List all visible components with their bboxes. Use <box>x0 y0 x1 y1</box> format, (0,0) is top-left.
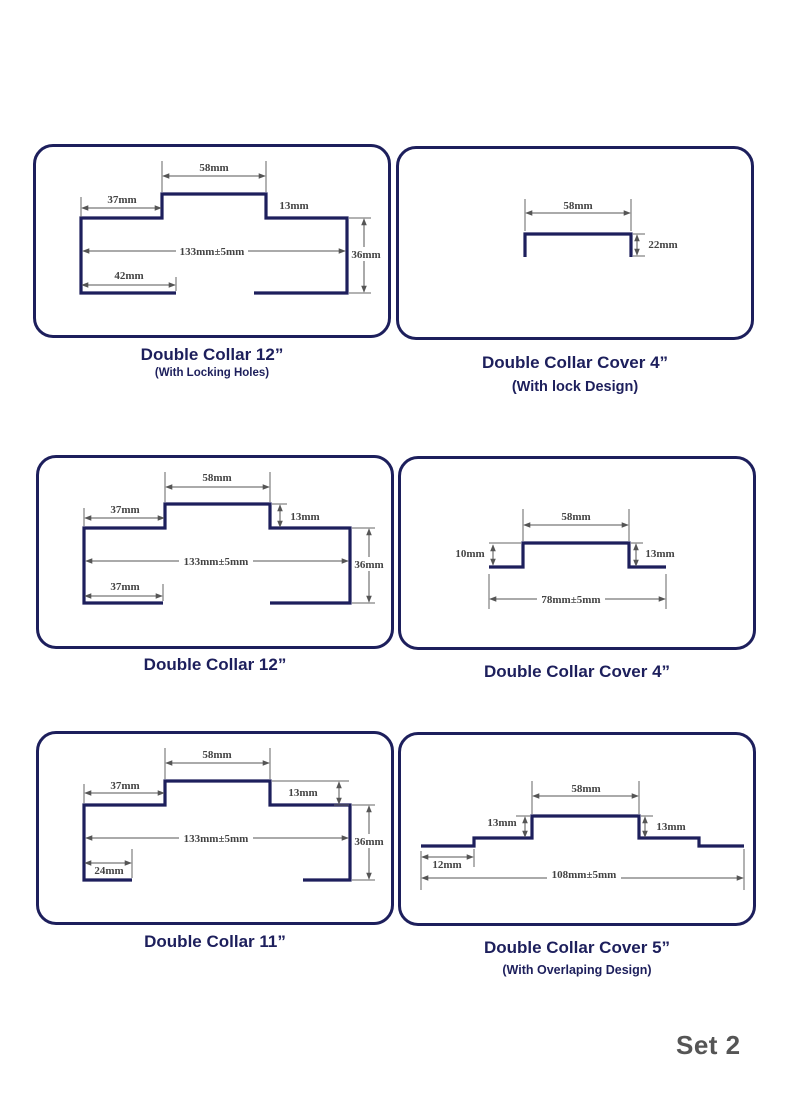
dim-overall-width: 133mm±5mm <box>184 556 249 568</box>
dim-top-width: 58mm <box>561 511 590 523</box>
dim-right-step: 13mm <box>656 821 685 833</box>
caption-double-collar-12-locking: Double Collar 12” (With Locking Holes) <box>33 345 391 379</box>
dim-height: 36mm <box>354 559 383 571</box>
caption-title: Double Collar 11” <box>144 932 286 951</box>
caption-double-collar-cover-5: Double Collar Cover 5” (With Overlaping … <box>398 938 756 977</box>
cover-profile <box>523 232 633 257</box>
dim-left-step: 10mm <box>455 548 484 560</box>
dim-step-height: 13mm <box>288 787 317 799</box>
caption-title: Double Collar Cover 5” <box>483 938 671 957</box>
dim-flange-width: 12mm <box>432 859 461 871</box>
caption-subtitle: (With Overlaping Design) <box>502 963 652 977</box>
dim-left-shoulder: 37mm <box>110 780 139 792</box>
profile-drawing: 58mm 37mm 13mm 133mm±5mm 36mm 42mm <box>79 161 383 295</box>
dim-height: 36mm <box>354 836 383 848</box>
caption-title: Double Collar Cover 4” <box>483 662 671 681</box>
dim-height: 36mm <box>351 249 380 261</box>
dim-height: 22mm <box>648 239 677 251</box>
diagram-panel-double-collar-cover-4-lock: 58mm 22mm <box>396 146 754 340</box>
dim-top-width: 58mm <box>202 749 231 761</box>
profile-drawing: 58mm 13mm 13mm 12mm 108mm±5mm <box>420 781 745 890</box>
profile-drawing: 58mm 10mm 13mm 78mm±5mm <box>455 509 675 609</box>
caption-double-collar-11: Double Collar 11” <box>36 932 394 952</box>
caption-title: Double Collar 12” <box>143 655 287 674</box>
dim-top-width: 58mm <box>571 783 600 795</box>
profile-drawing: 58mm 37mm 13mm 133mm±5mm 36mm 37mm <box>82 472 386 605</box>
caption-double-collar-cover-4: Double Collar Cover 4” <box>398 662 756 682</box>
collar-profile <box>79 192 349 295</box>
dim-bottom-flange: 24mm <box>94 865 123 877</box>
dim-step-height: 13mm <box>279 200 308 212</box>
dim-overall-width: 108mm±5mm <box>552 869 617 881</box>
cover-profile <box>421 814 744 848</box>
dim-bottom-flange: 37mm <box>110 581 139 593</box>
dim-left-shoulder: 37mm <box>110 504 139 516</box>
dim-overall-width: 133mm±5mm <box>180 246 245 258</box>
caption-double-collar-12: Double Collar 12” <box>36 655 394 675</box>
dim-left-shoulder: 37mm <box>107 194 136 206</box>
dim-bottom-flange: 42mm <box>114 270 143 282</box>
profile-drawing: 58mm 37mm 13mm 133mm±5mm 36mm 24mm <box>82 748 386 882</box>
dim-step-height: 13mm <box>290 511 319 523</box>
diagram-panel-double-collar-12-locking: 58mm 37mm 13mm 133mm±5mm 36mm 42mm <box>33 144 391 338</box>
caption-double-collar-cover-4-lock: Double Collar Cover 4” (With lock Design… <box>396 353 754 395</box>
caption-subtitle: (With lock Design) <box>511 379 639 395</box>
diagram-panel-double-collar-11: 58mm 37mm 13mm 133mm±5mm 36mm 24mm <box>36 731 394 925</box>
set-label: Set 2 <box>676 1030 741 1060</box>
dim-overall-width: 78mm±5mm <box>541 594 600 606</box>
dim-top-width: 58mm <box>563 200 592 212</box>
profile-drawing: 58mm 22mm <box>523 199 678 257</box>
cover-profile <box>489 541 666 569</box>
dim-step-height: 13mm <box>645 548 674 560</box>
dim-top-width: 58mm <box>199 162 228 174</box>
collar-profile <box>82 502 352 605</box>
caption-subtitle: (With Locking Holes) <box>154 367 270 379</box>
caption-title: Double Collar Cover 4” <box>481 353 669 372</box>
dim-left-step: 13mm <box>487 817 516 829</box>
caption-title: Double Collar 12” <box>140 345 284 364</box>
dim-top-width: 58mm <box>202 472 231 484</box>
collar-profile <box>82 779 352 882</box>
diagram-panel-double-collar-12: 58mm 37mm 13mm 133mm±5mm 36mm 37mm <box>36 455 394 649</box>
dim-overall-width: 133mm±5mm <box>184 833 249 845</box>
diagram-panel-double-collar-cover-4: 58mm 10mm 13mm 78mm±5mm <box>398 456 756 650</box>
diagram-panel-double-collar-cover-5: 58mm 13mm 13mm 12mm 108mm±5mm <box>398 732 756 926</box>
